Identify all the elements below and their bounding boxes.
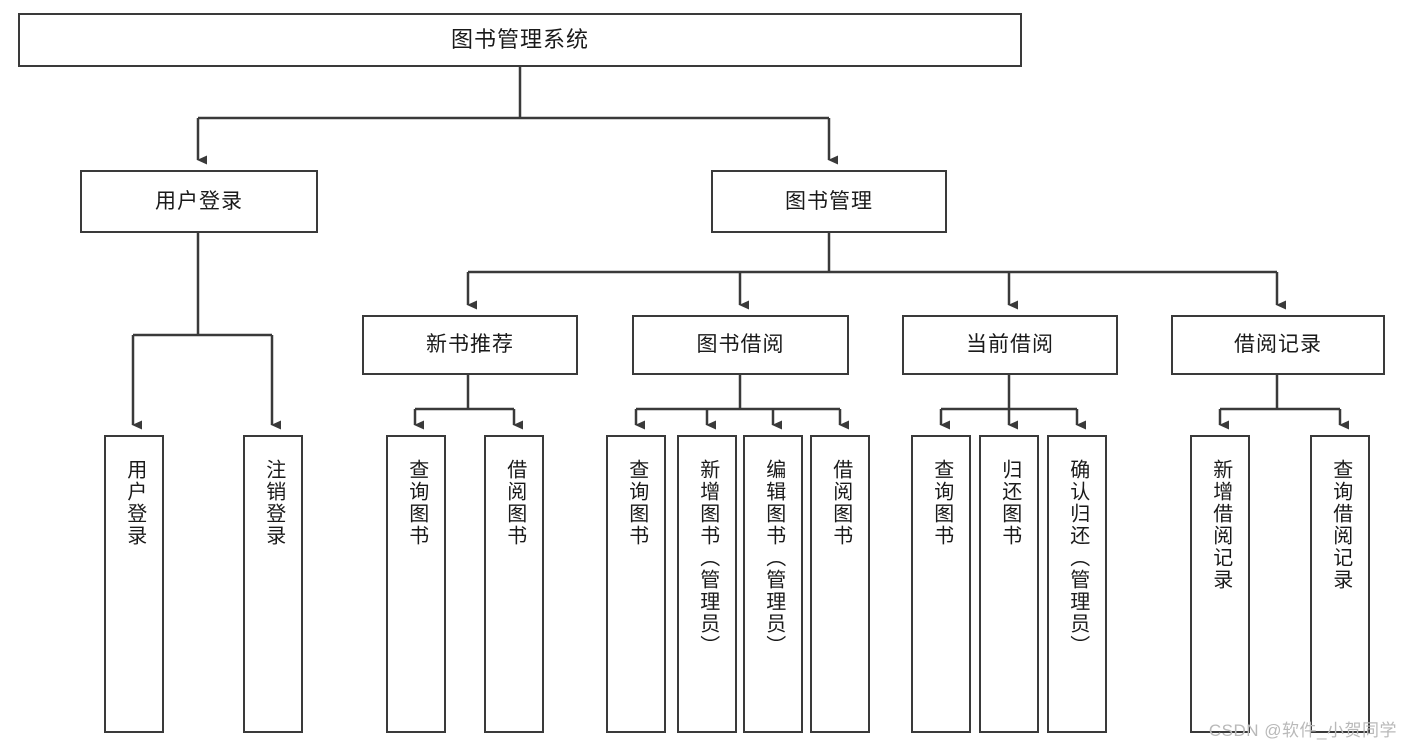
node-label: 用户登录 [155, 189, 243, 213]
node-label: 图书借阅 [696, 333, 785, 357]
leaf-label: 确认归还（管理员） [1066, 459, 1089, 657]
leaf-edit-book-admin[interactable]: 编辑图书（管理员） [743, 435, 803, 733]
leaf-query-book-current[interactable]: 查询图书 [911, 435, 971, 733]
node-book-borrow[interactable]: 图书借阅 [632, 315, 849, 375]
leaf-label: 查询图书 [405, 459, 428, 547]
leaf-label: 新增图书（管理员） [696, 459, 719, 657]
node-book-management[interactable]: 图书管理 [711, 170, 947, 233]
leaf-user-login[interactable]: 用户登录 [104, 435, 164, 733]
leaf-return-book[interactable]: 归还图书 [979, 435, 1039, 733]
leaf-label: 借阅图书 [829, 459, 852, 547]
node-label: 图书管理系统 [450, 26, 589, 52]
leaf-add-borrow-record[interactable]: 新增借阅记录 [1190, 435, 1250, 733]
node-user-login[interactable]: 用户登录 [80, 170, 318, 233]
node-new-book-recommend[interactable]: 新书推荐 [362, 315, 578, 375]
node-label: 图书管理 [785, 189, 873, 213]
leaf-query-book-recommend[interactable]: 查询图书 [386, 435, 446, 733]
node-root-book-management-system[interactable]: 图书管理系统 [18, 13, 1022, 67]
node-borrow-record[interactable]: 借阅记录 [1171, 315, 1385, 375]
leaf-label: 查询图书 [625, 459, 648, 547]
leaf-label: 注销登录 [262, 459, 285, 547]
leaf-label: 新增借阅记录 [1209, 459, 1232, 591]
leaf-confirm-return-admin[interactable]: 确认归还（管理员） [1047, 435, 1107, 733]
leaf-label: 查询借阅记录 [1329, 459, 1352, 591]
leaf-label: 借阅图书 [503, 459, 526, 547]
leaf-borrow-book[interactable]: 借阅图书 [810, 435, 870, 733]
leaf-label: 归还图书 [998, 459, 1021, 547]
leaf-label: 用户登录 [123, 459, 146, 547]
leaf-label: 编辑图书（管理员） [762, 459, 785, 657]
leaf-logout[interactable]: 注销登录 [243, 435, 303, 733]
node-label: 新书推荐 [426, 333, 514, 357]
leaf-add-book-admin[interactable]: 新增图书（管理员） [677, 435, 737, 733]
node-current-borrow[interactable]: 当前借阅 [902, 315, 1118, 375]
node-label: 借阅记录 [1234, 333, 1322, 357]
leaf-borrow-book-recommend[interactable]: 借阅图书 [484, 435, 544, 733]
node-label: 当前借阅 [966, 333, 1054, 357]
leaf-query-book-borrow[interactable]: 查询图书 [606, 435, 666, 733]
leaf-label: 查询图书 [930, 459, 953, 547]
leaf-query-borrow-record[interactable]: 查询借阅记录 [1310, 435, 1370, 733]
